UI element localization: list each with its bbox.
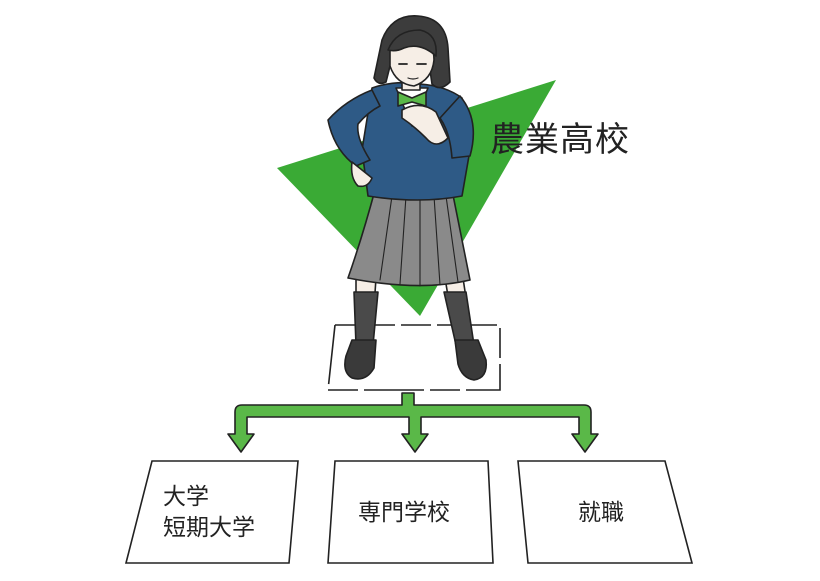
option-box-2 <box>327 460 494 564</box>
left-sock <box>353 291 379 346</box>
right-sock <box>443 291 475 346</box>
mouth <box>407 77 419 80</box>
left-shoe <box>344 339 377 380</box>
option-label-1-line-1: 大学 <box>163 484 209 510</box>
diagram-title: 農業高校 <box>490 120 630 160</box>
option-label-2: 専門学校 <box>358 498 450 529</box>
left-hand <box>350 161 373 188</box>
option-label-1-line-2: 短期大学 <box>163 515 255 541</box>
bow <box>397 91 427 107</box>
right-hand <box>401 104 449 145</box>
branch-arrows <box>227 392 599 453</box>
right-arm <box>439 95 475 159</box>
skirt-pleats <box>379 195 459 287</box>
option-label-3: 就職 <box>578 498 624 529</box>
option-box-3 <box>517 460 694 564</box>
left-arm <box>327 89 381 167</box>
option-label-2-line-1: 専門学校 <box>358 500 450 526</box>
bangs <box>387 29 437 57</box>
floor-square <box>327 324 501 391</box>
right-shoe <box>454 339 488 381</box>
option-box-1 <box>124 460 299 564</box>
arrow-stem <box>227 392 599 453</box>
student-figure <box>327 15 488 381</box>
option-label-1: 大学 短期大学 <box>163 482 255 544</box>
option-label-3-line-1: 就職 <box>578 500 624 526</box>
